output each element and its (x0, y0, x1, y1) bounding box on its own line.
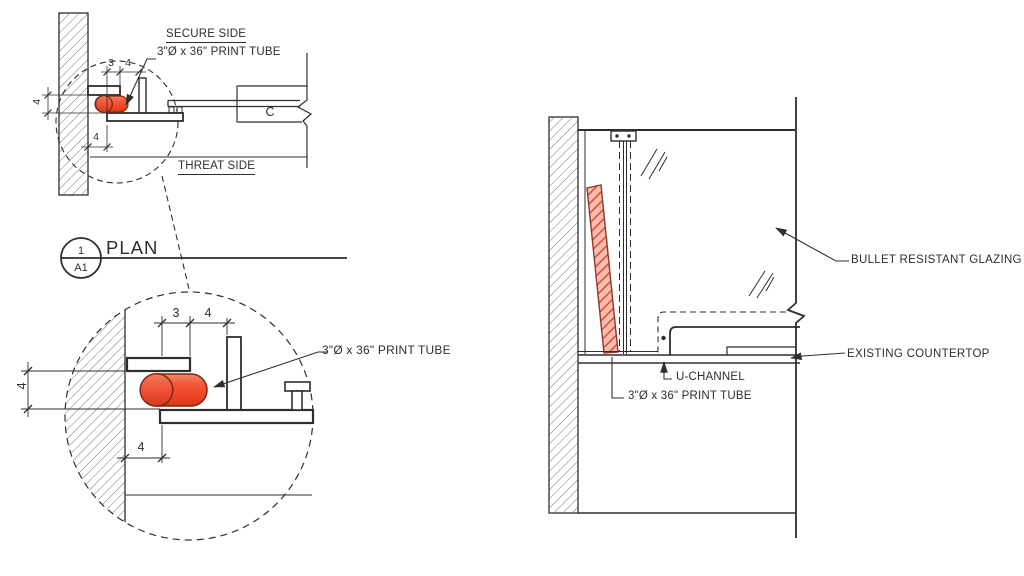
countertop-leader (790, 352, 846, 361)
t-bracket-stem (291, 390, 303, 411)
u-channel-leader (660, 361, 672, 380)
glass-symbol-marks (640, 148, 775, 299)
dimension-ticks-enlarged (23, 318, 232, 463)
view-title: PLAN (106, 237, 159, 258)
detail-tag-number: 1 (77, 245, 85, 257)
print-tube-label-plan: 3"Ø x 36" PRINT TUBE (157, 46, 281, 58)
counter-marker-c: C (265, 105, 275, 119)
u-channel-label: U-CHANNEL (676, 371, 745, 383)
wall-section-enlarged (65, 292, 125, 540)
bracket-stub-2 (176, 106, 183, 113)
counter-bar-plan (87, 85, 121, 96)
glazing-edge-with-break (786, 97, 806, 538)
print-tube-leader-plan (125, 58, 156, 106)
counter-box-c (236, 85, 307, 123)
countertop-lines (578, 354, 800, 364)
wall-section-plan (58, 12, 89, 196)
tube-channel-solid-lines (623, 141, 627, 354)
boundary-line-with-break (296, 53, 313, 168)
t-bracket-cap (284, 381, 311, 392)
plan-title-block (60, 237, 347, 279)
print-tube-leader-enlarged (213, 351, 327, 388)
bracket-bolt-1 (615, 134, 619, 138)
print-tube-label-enlarged: 3"Ø x 36" PRINT TUBE (322, 343, 451, 357)
divider-post-enlarged (226, 336, 242, 411)
countertop-plan (167, 99, 300, 108)
enlarged-dim-3: 3 (172, 306, 180, 320)
enlarged-dim-4-left: 4 (15, 382, 30, 390)
shelf-section-outline (669, 326, 800, 355)
counter-riser (726, 346, 796, 355)
detail-tag-sheet: A1 (74, 262, 88, 274)
detail-callout-connector (161, 175, 191, 294)
print-tube-label-section: 3"Ø x 36" PRINT TUBE (628, 390, 752, 402)
bracket-stub-1 (168, 106, 175, 113)
shelf-enlarged (158, 408, 315, 425)
plan-dim-4-left: 4 (31, 98, 44, 105)
tube-channel-hidden-lines (619, 141, 631, 352)
shelf-bolt (661, 335, 666, 341)
mounting-bracket (610, 130, 637, 142)
dimension-extensions-plan (42, 66, 146, 152)
counter-bar-enlarged (125, 356, 192, 373)
enlarged-dim-4-top: 4 (204, 306, 212, 320)
plan-dim-4-bottom: 4 (93, 131, 99, 143)
glazing-leader (775, 227, 849, 262)
countertop-label: EXISTING COUNTERTOP (847, 348, 990, 360)
secure-side-label: SECURE SIDE (166, 28, 247, 43)
plan-dim-4-top: 4 (125, 57, 131, 69)
u-channel-hidden-outline (657, 311, 786, 355)
print-tube-end-enlarged (139, 372, 174, 408)
enlarged-dim-4-bottom: 4 (137, 440, 145, 454)
print-tube-leader-section (611, 357, 624, 399)
divider-post-plan (138, 77, 147, 114)
enlarged-detail (21, 291, 327, 541)
print-tube-section (586, 184, 619, 354)
section-detail (548, 97, 849, 538)
wall-section-elevation (548, 116, 579, 514)
plan-detail (42, 12, 313, 294)
threat-side-label: THREAT SIDE (178, 160, 256, 175)
shelf-plan (106, 112, 184, 122)
glazing-label: BULLET RESISTANT GLAZING (851, 254, 1022, 266)
dimension-ticks-plan (44, 68, 143, 151)
print-tube-end-plan (95, 95, 113, 113)
plan-dim-3: 3 (108, 57, 114, 69)
bracket-bolt-2 (627, 134, 631, 138)
dimension-extensions-enlarged (21, 316, 235, 463)
detail-callout-circle (55, 60, 179, 184)
